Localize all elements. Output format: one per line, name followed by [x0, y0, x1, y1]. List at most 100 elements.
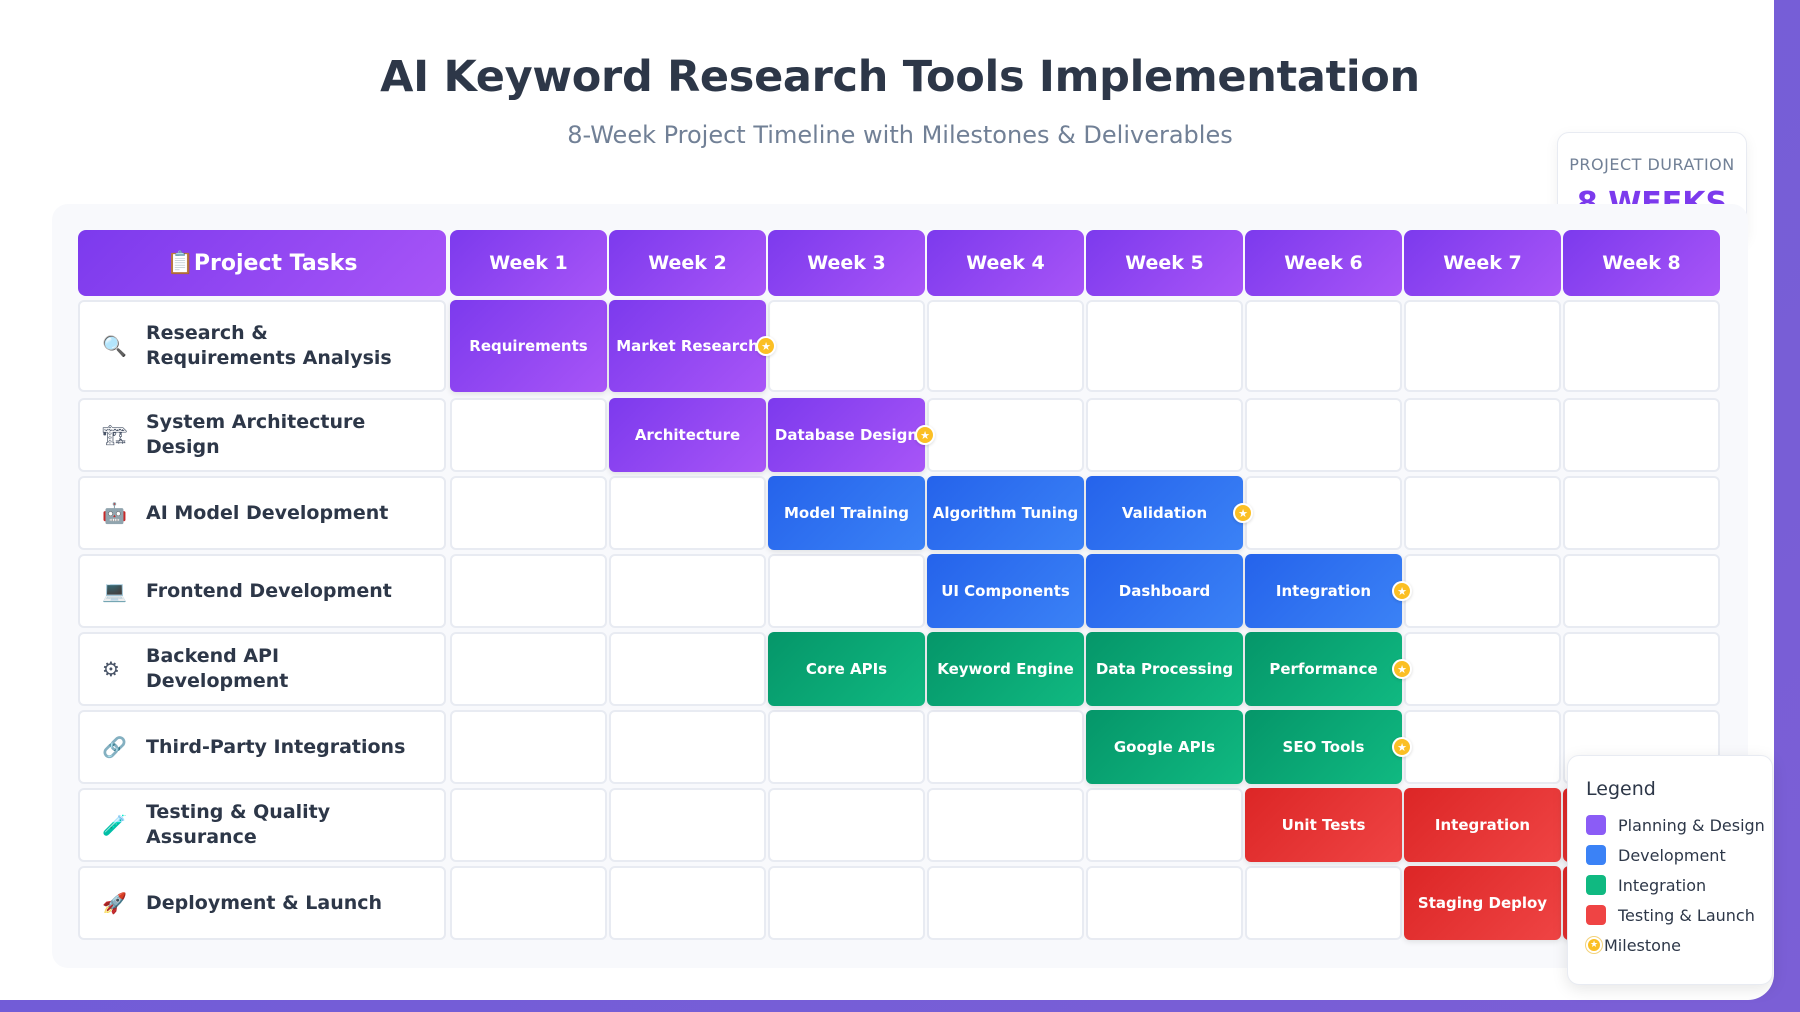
timeline-cell [609, 632, 766, 706]
timeline-cell [927, 710, 1084, 784]
task-bar[interactable]: Keyword Engine [927, 632, 1084, 706]
legend-swatch [1586, 875, 1606, 895]
timeline-cell [1086, 300, 1243, 392]
timeline-cell [450, 788, 607, 862]
legend-milestone-label: Milestone [1604, 935, 1681, 955]
week-header-8: Week 8 [1563, 230, 1720, 296]
milestone-star-icon: ★ [915, 425, 935, 445]
task-bar[interactable]: Unit Tests [1245, 788, 1402, 862]
legend-item-label: Planning & Design [1618, 815, 1765, 835]
legend-item-label: Integration [1618, 875, 1707, 895]
week-header-3: Week 3 [768, 230, 925, 296]
task-name: Testing & Quality Assurance [146, 801, 331, 848]
timeline-cell [609, 710, 766, 784]
timeline-cell [1245, 398, 1402, 472]
timeline-cell [768, 866, 925, 940]
task-bar[interactable]: Google APIs [1086, 710, 1243, 784]
timeline-cell [927, 788, 1084, 862]
timeline-cell [450, 866, 607, 940]
legend-item-label: Testing & Launch [1618, 905, 1755, 925]
test-tube-icon: 🧪 [102, 813, 127, 837]
week-header-7: Week 7 [1404, 230, 1561, 296]
magnifier-icon: 🔍 [102, 334, 127, 358]
task-name: Third-Party Integrations [146, 735, 406, 758]
task-bar[interactable]: Core APIs [768, 632, 925, 706]
milestone-star-icon: ★ [1392, 581, 1412, 601]
task-bar[interactable]: Data Processing [1086, 632, 1243, 706]
timeline-cell [450, 398, 607, 472]
timeline-cell [927, 866, 1084, 940]
task-name: Backend API Development [146, 645, 289, 692]
legend-item-label: Development [1618, 845, 1726, 865]
page-subtitle: 8-Week Project Timeline with Milestones … [567, 121, 1233, 149]
task-name: AI Model Development [146, 501, 389, 524]
legend-swatch [1586, 815, 1606, 835]
task-name: System Architecture Design [146, 411, 366, 458]
task-bar[interactable]: UI Components [927, 554, 1084, 628]
timeline-cell [1404, 300, 1561, 392]
task-bar[interactable]: Performance [1245, 632, 1402, 706]
task-bar[interactable]: Dashboard [1086, 554, 1243, 628]
legend-item: Development [1586, 840, 1772, 870]
construction-crane-icon: 🏗 [102, 423, 128, 447]
legend-title: Legend [1586, 778, 1656, 800]
timeline-cell [609, 476, 766, 550]
timeline-cell [1563, 300, 1720, 392]
timeline-cell [609, 866, 766, 940]
task-bar[interactable]: Model Training [768, 476, 925, 550]
task-bar[interactable]: Database Design [768, 398, 925, 472]
timeline-cell [1086, 788, 1243, 862]
gear-icon: ⚙ [102, 657, 120, 681]
laptop-icon: 💻 [102, 579, 127, 603]
task-bar[interactable]: SEO Tools [1245, 710, 1402, 784]
week-header-5: Week 5 [1086, 230, 1243, 296]
task-bar[interactable]: Integration [1404, 788, 1561, 862]
task-bar[interactable]: Integration [1245, 554, 1402, 628]
task-bar[interactable]: Algorithm Tuning [927, 476, 1084, 550]
task-bar[interactable]: Requirements [450, 300, 607, 392]
task-bar[interactable]: Staging Deploy [1404, 866, 1561, 940]
timeline-cell [1563, 398, 1720, 472]
timeline-cell [1404, 710, 1561, 784]
timeline-cell [1563, 554, 1720, 628]
timeline-cell [1086, 866, 1243, 940]
timeline-cell [450, 632, 607, 706]
task-bar[interactable]: Architecture [609, 398, 766, 472]
timeline-cell [450, 710, 607, 784]
timeline-cell [450, 476, 607, 550]
timeline-cell [1404, 398, 1561, 472]
week-header-2: Week 2 [609, 230, 766, 296]
timeline-cell [768, 788, 925, 862]
timeline-cell [1086, 398, 1243, 472]
timeline-cell [1563, 632, 1720, 706]
task-row-label: 🧪 Testing & Quality Assurance [78, 788, 446, 862]
task-row-label: 🚀Deployment & Launch [78, 866, 446, 940]
task-row-label: 🏗 System Architecture Design [78, 398, 446, 472]
timeline-cell [1245, 300, 1402, 392]
timeline-cell [1404, 632, 1561, 706]
timeline-cell [450, 554, 607, 628]
legend-item: Testing & Launch [1586, 900, 1772, 930]
timeline-cell [609, 788, 766, 862]
timeline-cell [927, 300, 1084, 392]
task-row-label: 🔍 Research & Requirements Analysis [78, 300, 446, 392]
legend-swatch [1586, 905, 1606, 925]
timeline-cell [1563, 476, 1720, 550]
timeline-cell [927, 398, 1084, 472]
task-row-label: 🔗 Third-Party Integrations [78, 710, 446, 784]
task-name: Frontend Development [146, 579, 392, 602]
task-bar[interactable]: Market Research [609, 300, 766, 392]
milestone-star-icon: ★ [756, 336, 776, 356]
rocket-icon: 🚀 [102, 891, 127, 915]
task-bar[interactable]: Validation [1086, 476, 1243, 550]
milestone-star-icon: ★ [1233, 503, 1253, 523]
task-row-label: 💻 Frontend Development [78, 554, 446, 628]
link-icon: 🔗 [102, 735, 127, 759]
milestone-star-icon: ★ [1586, 937, 1602, 953]
timeline-cell [768, 710, 925, 784]
timeline-cell [1245, 476, 1402, 550]
task-name: Research & Requirements Analysis [146, 322, 392, 369]
page-title: AI Keyword Research Tools Implementation [380, 52, 1420, 102]
milestone-star-icon: ★ [1392, 737, 1412, 757]
